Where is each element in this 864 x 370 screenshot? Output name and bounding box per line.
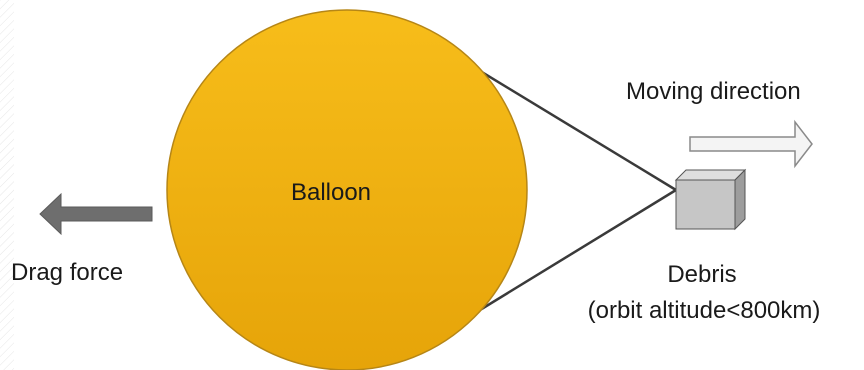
debris-label: Debris xyxy=(667,261,736,288)
drag-force-label: Drag force xyxy=(11,259,123,286)
debris-altitude-label: (orbit altitude<800km) xyxy=(588,297,821,324)
balloon-label: Balloon xyxy=(291,179,371,206)
left-edge-hatch xyxy=(0,0,14,370)
right-arrow-icon xyxy=(690,122,812,166)
left-arrow-icon xyxy=(40,194,152,234)
moving-direction-label: Moving direction xyxy=(626,78,801,105)
cube-icon xyxy=(676,170,745,229)
